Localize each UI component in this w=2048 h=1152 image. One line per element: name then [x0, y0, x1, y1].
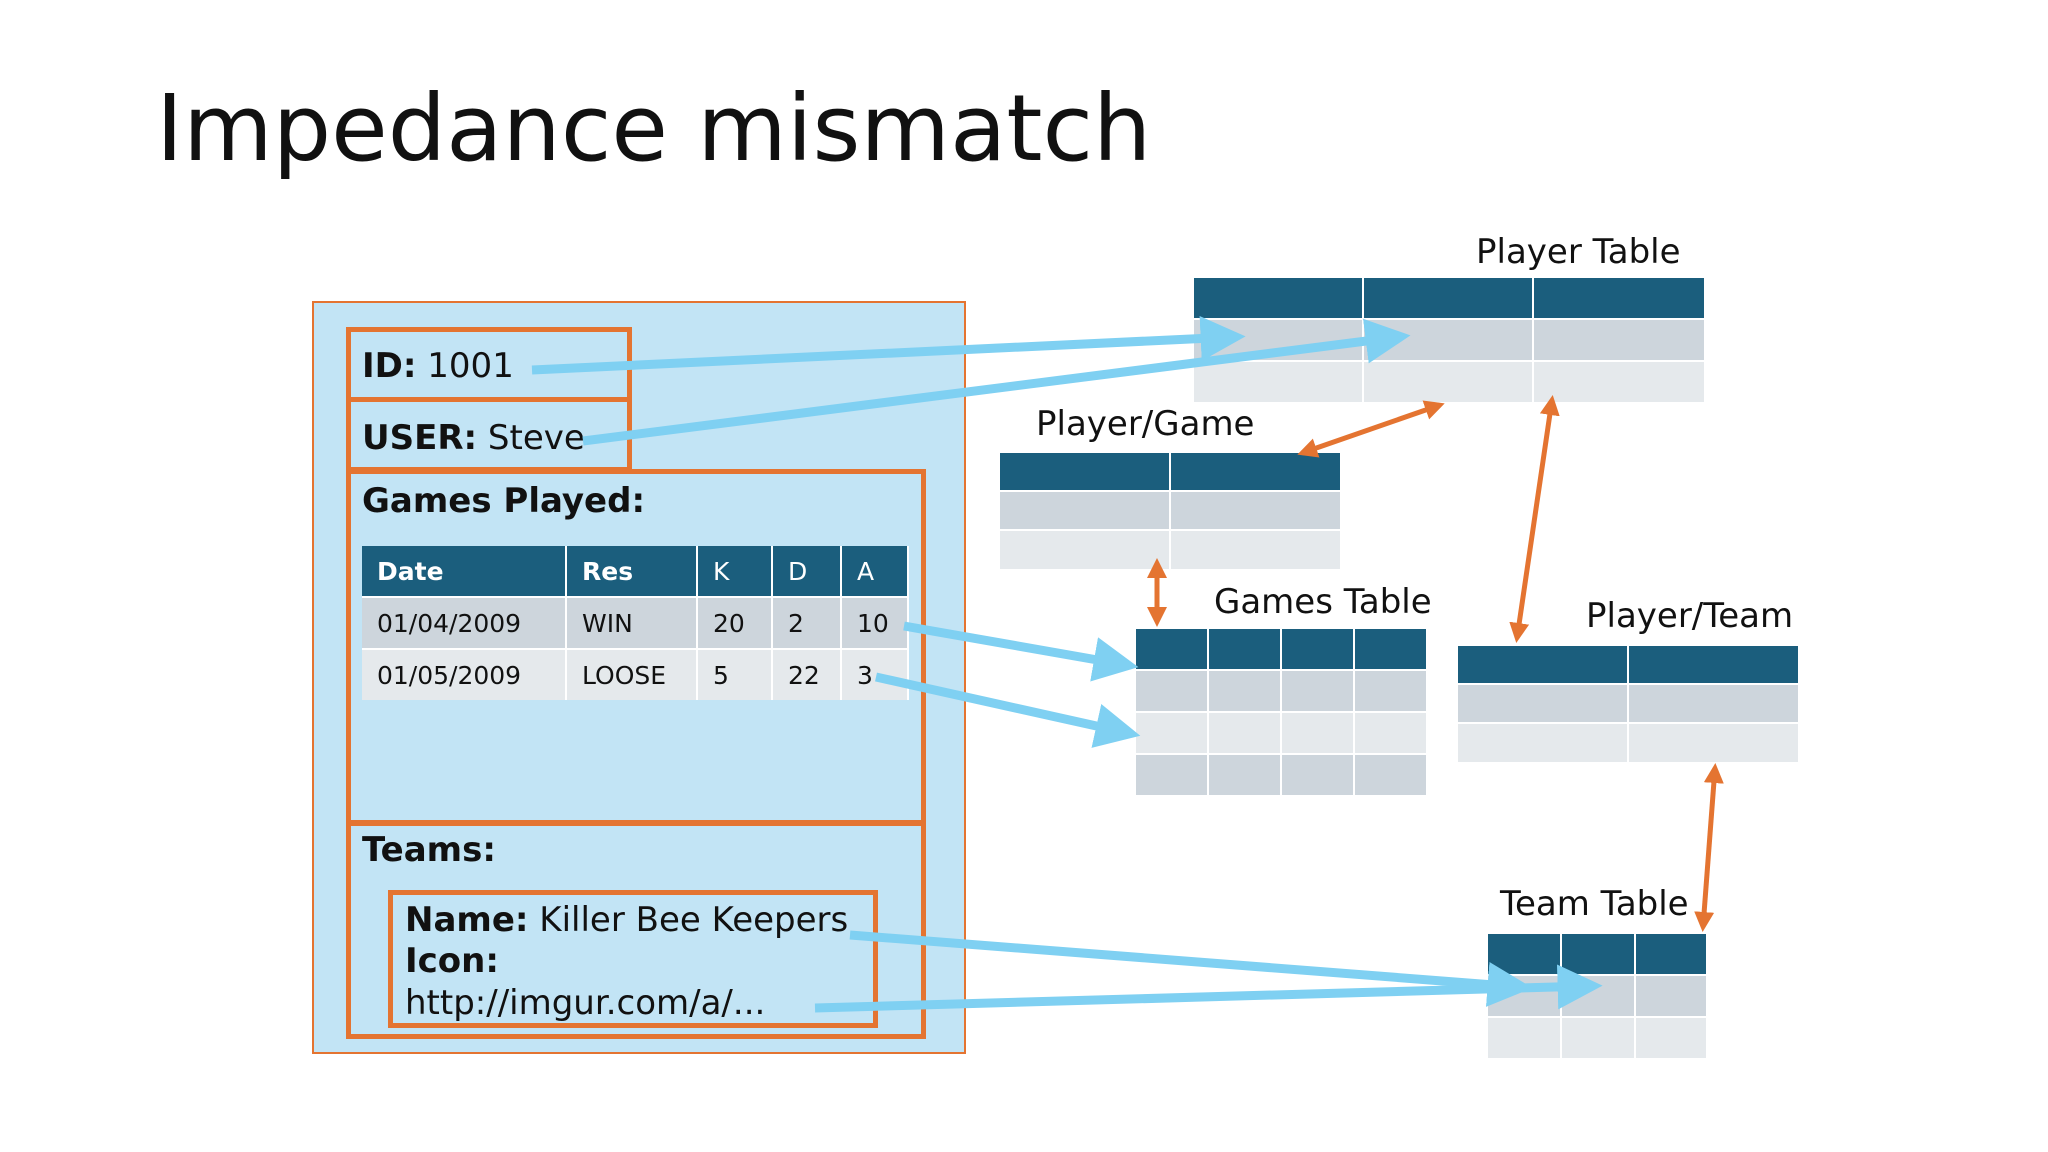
player-table-to-player-team-arrow: [1509, 395, 1560, 643]
table-row: 01/05/2009 LOOSE 5 22 3: [362, 648, 909, 700]
table-cell: [1629, 724, 1798, 762]
games-table-header-row: Date Res K D A: [362, 546, 909, 597]
table-cell: [1136, 713, 1207, 753]
game-row-2-to-games-table-arrow: [875, 672, 1141, 748]
player-team-label: Player/Team: [1586, 596, 1794, 636]
table-cell: [1136, 755, 1207, 795]
table-header-cell: [1000, 453, 1169, 490]
table-cell: [1458, 685, 1627, 722]
team-icon-to-team-table-arrow: [814, 964, 1603, 1013]
id-value: 1001: [427, 346, 514, 386]
id-to-player-table-arrow: [531, 316, 1246, 375]
user-field: USER: Steve: [362, 418, 585, 458]
id-field: ID: 1001: [362, 346, 514, 386]
team-table-label: Team Table: [1500, 884, 1689, 924]
table-cell: [1282, 755, 1353, 795]
table-cell: [1534, 362, 1704, 402]
games-cell-k: 5: [697, 648, 773, 700]
games-table-label: Games Table: [1214, 582, 1432, 622]
table-cell: [1488, 1018, 1560, 1058]
table-header-cell: [1136, 629, 1207, 669]
game-row-1-to-games-table-arrow: [903, 621, 1139, 682]
table-header-cell: [1364, 278, 1532, 318]
table-cell: [1636, 1018, 1706, 1058]
table-cell: [1282, 671, 1353, 711]
user-value: Steve: [487, 418, 585, 458]
games-cell-a: 3: [841, 648, 909, 700]
games-header-res: Res: [566, 546, 698, 597]
games-header-a: A: [841, 546, 909, 597]
table-header-cell: [1171, 453, 1340, 490]
table-cell: [1171, 492, 1340, 529]
table-header-cell: [1458, 646, 1627, 683]
games-cell-d: 22: [772, 648, 842, 700]
user-to-player-table-arrow: [582, 318, 1411, 446]
player-game-table: [1000, 453, 1340, 569]
table-header-cell: [1629, 646, 1798, 683]
team-entry-box: [388, 890, 878, 1028]
table-cell: [1209, 713, 1280, 753]
table-cell: [1364, 362, 1532, 402]
team-name-to-team-table-arrow: [849, 930, 1533, 1007]
games-played-table: Date Res K D A 01/04/2009 WIN 20 2 10 01…: [362, 546, 909, 700]
games-cell-d: 2: [772, 596, 842, 649]
team-name-label: Name:: [405, 900, 529, 940]
table-header-cell: [1194, 278, 1362, 318]
player-team-table: [1458, 646, 1798, 762]
games-played-label: Games Played:: [362, 481, 646, 521]
slide-title: Impedance mismatch: [156, 75, 1152, 182]
table-cell: [1355, 671, 1426, 711]
games-header-k: K: [697, 546, 773, 597]
teams-label: Teams:: [362, 830, 496, 870]
games-cell-res: WIN: [566, 596, 698, 649]
id-label: ID:: [362, 346, 417, 386]
team-icon-value: http://imgur.com/a/...: [405, 983, 766, 1023]
table-cell: [1629, 685, 1798, 722]
table-header-cell: [1355, 629, 1426, 669]
table-cell: [1136, 671, 1207, 711]
table-header-cell: [1636, 934, 1706, 974]
games-header-date: Date: [362, 546, 567, 597]
games-cell-a: 10: [841, 596, 909, 649]
games-cell-k: 20: [697, 596, 773, 649]
teams-box: [346, 821, 926, 1039]
table-cell: [1636, 976, 1706, 1016]
player-game-to-player-table-arrow: [1297, 400, 1445, 458]
user-label: USER:: [362, 418, 478, 458]
table-cell: [1000, 531, 1169, 569]
table-cell: [1355, 755, 1426, 795]
player-team-to-team-table-arrow: [1694, 763, 1724, 932]
table-cell: [1209, 671, 1280, 711]
table-cell: [1282, 713, 1353, 753]
table-row: 01/04/2009 WIN 20 2 10: [362, 596, 909, 649]
team-name-line: Name: Killer Bee Keepers: [405, 900, 848, 941]
table-cell: [1562, 1018, 1634, 1058]
games-table: [1136, 629, 1426, 795]
player-game-label: Player/Game: [1036, 404, 1255, 444]
table-header-cell: [1282, 629, 1353, 669]
table-header-cell: [1534, 278, 1704, 318]
table-cell: [1534, 320, 1704, 360]
table-cell: [1458, 724, 1627, 762]
table-cell: [1209, 755, 1280, 795]
team-icon-label: Icon:: [405, 941, 499, 981]
games-header-d: D: [772, 546, 842, 597]
table-cell: [1355, 713, 1426, 753]
games-cell-date: 01/05/2009: [362, 648, 567, 700]
table-header-cell: [1209, 629, 1280, 669]
table-cell: [1171, 531, 1340, 569]
games-cell-res: LOOSE: [566, 648, 698, 700]
table-cell: [1194, 362, 1362, 402]
team-name-value: Killer Bee Keepers: [539, 900, 849, 940]
table-cell: [1000, 492, 1169, 529]
games-cell-date: 01/04/2009: [362, 596, 567, 649]
player-table-label: Player Table: [1476, 232, 1681, 272]
